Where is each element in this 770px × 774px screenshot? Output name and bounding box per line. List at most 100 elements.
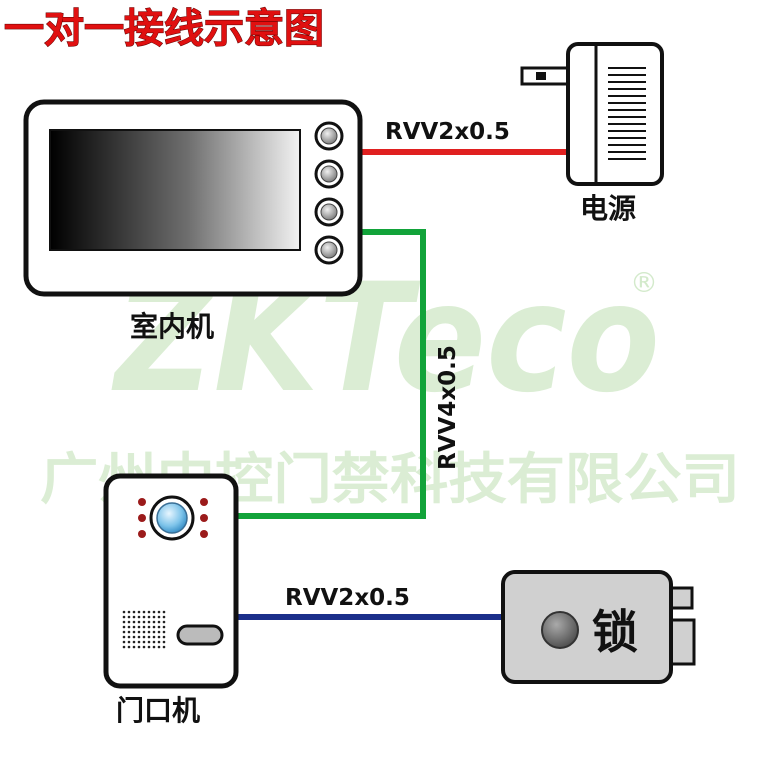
speaker-hole [157, 645, 161, 649]
speaker-hole [132, 610, 136, 614]
power-adapter-vents [608, 67, 646, 160]
lock-body [501, 570, 673, 684]
speaker-hole [132, 635, 136, 639]
speaker-hole [162, 640, 166, 644]
speaker-hole [157, 620, 161, 624]
indoor-unit-button-cap [320, 241, 338, 259]
speaker-hole [152, 620, 156, 624]
indoor-unit-screen [49, 129, 301, 251]
indoor-unit-button-cap [320, 127, 338, 145]
speaker-hole [147, 620, 151, 624]
speaker-hole [137, 610, 141, 614]
speaker-hole [152, 640, 156, 644]
speaker-hole [132, 645, 136, 649]
door-call-button [176, 624, 224, 646]
speaker-hole [132, 620, 136, 624]
ir-led [200, 498, 208, 506]
speaker-hole [162, 610, 166, 614]
indoor-unit-buttons [314, 121, 344, 265]
speaker-hole [137, 635, 141, 639]
speaker-hole [132, 615, 136, 619]
door-unit [103, 473, 239, 689]
speaker-hole [122, 630, 126, 634]
speaker-hole [147, 630, 151, 634]
speaker-hole [137, 630, 141, 634]
ir-led [200, 530, 208, 538]
speaker-hole [162, 625, 166, 629]
speaker-hole [157, 610, 161, 614]
speaker-hole [122, 620, 126, 624]
speaker-hole [137, 620, 141, 624]
door-unit-ir-leds [138, 498, 208, 538]
speaker-hole [127, 640, 131, 644]
speaker-hole [132, 640, 136, 644]
speaker-hole [127, 625, 131, 629]
lock-label: 锁 [592, 605, 638, 659]
watermark-registered-mark: ® [630, 266, 658, 299]
speaker-hole [127, 610, 131, 614]
speaker-hole [142, 630, 146, 634]
indoor-unit-label: 室内机 [130, 310, 214, 343]
speaker-hole [152, 630, 156, 634]
speaker-hole [137, 625, 141, 629]
speaker-hole [162, 630, 166, 634]
ir-led [138, 514, 146, 522]
speaker-hole [162, 635, 166, 639]
speaker-hole [157, 630, 161, 634]
speaker-hole [132, 630, 136, 634]
speaker-hole [127, 645, 131, 649]
speaker-hole [142, 635, 146, 639]
indoor-unit-button-cap [320, 203, 338, 221]
door-camera-lens [156, 502, 188, 534]
cables [235, 149, 568, 620]
video-cable-label: RVV4x0.5 [435, 345, 461, 470]
power-supply-label: 电源 [580, 192, 636, 225]
speaker-hole [142, 645, 146, 649]
speaker-hole [152, 610, 156, 614]
speaker-hole [142, 625, 146, 629]
lock-cylinder [541, 611, 579, 649]
speaker-hole [157, 635, 161, 639]
speaker-hole [152, 635, 156, 639]
indoor-unit [23, 99, 363, 297]
speaker-hole [152, 615, 156, 619]
door-unit-label: 门口机 [116, 694, 200, 727]
speaker-hole [127, 615, 131, 619]
speaker-hole [137, 640, 141, 644]
speaker-hole [162, 645, 166, 649]
power-cable-label: RVV2x0.5 [385, 119, 510, 145]
speaker-hole [132, 625, 136, 629]
speaker-hole [127, 630, 131, 634]
speaker-hole [142, 640, 146, 644]
power-adapter-body [566, 42, 664, 186]
speaker-hole [147, 635, 151, 639]
speaker-hole [162, 620, 166, 624]
speaker-hole [147, 625, 151, 629]
speaker-hole [157, 640, 161, 644]
speaker-hole [157, 615, 161, 619]
speaker-hole [147, 640, 151, 644]
speaker-hole [127, 635, 131, 639]
speaker-hole [122, 645, 126, 649]
speaker-hole [122, 640, 126, 644]
speaker-hole [157, 625, 161, 629]
speaker-hole [137, 645, 141, 649]
speaker-hole [147, 615, 151, 619]
video-cable [235, 229, 426, 519]
watermark: ZKTeco ® 广州中控门禁科技有限公司 [40, 252, 740, 511]
ir-led [200, 514, 208, 522]
speaker-hole [142, 615, 146, 619]
door-speaker-grille [122, 610, 166, 649]
speaker-hole [162, 615, 166, 619]
ir-led [138, 498, 146, 506]
speaker-hole [127, 620, 131, 624]
power-supply [520, 42, 664, 186]
indoor-unit-button-cap [320, 165, 338, 183]
diagram-title: 一对一接线示意图 [4, 6, 324, 52]
speaker-hole [122, 635, 126, 639]
speaker-hole [122, 615, 126, 619]
speaker-hole [137, 615, 141, 619]
speaker-hole [122, 625, 126, 629]
speaker-hole [142, 620, 146, 624]
